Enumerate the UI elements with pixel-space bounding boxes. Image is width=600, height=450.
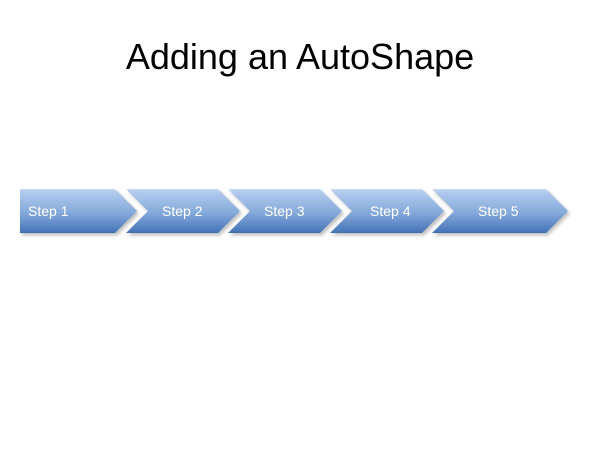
slide-title[interactable]: Adding an AutoShape: [125, 36, 475, 77]
autoshape-step-4[interactable]: [330, 189, 444, 233]
step-label-1: Step 1: [28, 203, 69, 219]
autoshape-step-5[interactable]: [432, 189, 568, 233]
step-label-3: Step 3: [264, 203, 305, 219]
autoshape-step-2[interactable]: [126, 189, 240, 233]
autoshape-step-3[interactable]: [228, 189, 342, 233]
step-label-5: Step 5: [478, 203, 519, 219]
step-label-2: Step 2: [162, 203, 203, 219]
autoshape-step-1[interactable]: [20, 189, 137, 233]
step-label-4: Step 4: [370, 203, 411, 219]
